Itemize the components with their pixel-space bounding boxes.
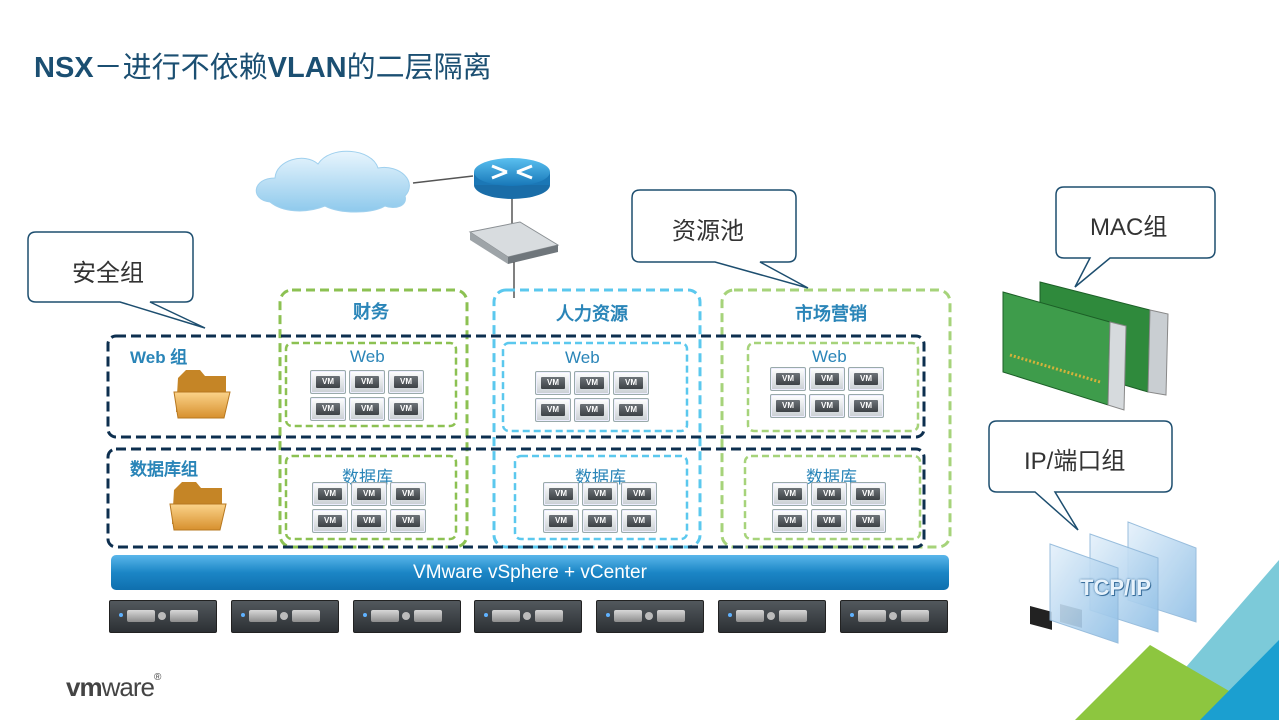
vm-icon: VM [850, 509, 886, 533]
pool-box-marketing [720, 288, 952, 549]
vm-icon: VM [574, 398, 610, 422]
server-icon [109, 600, 217, 633]
vm-icon: VM [388, 397, 424, 421]
vm-icon: VM [312, 482, 348, 506]
finance-db-box [284, 454, 458, 541]
vm-icon: VM [349, 397, 385, 421]
vm-icon: VM [613, 398, 649, 422]
callout-ip-port-group-label: IP/端口组 [1024, 448, 1126, 475]
vm-icon: VM [848, 367, 884, 391]
server-icon [231, 600, 339, 633]
server-icon [718, 600, 826, 633]
vm-icon: VM [582, 482, 618, 506]
hr-web-box [501, 341, 689, 433]
marketing-web-label: Web [812, 347, 847, 366]
pool-box-hr [492, 288, 702, 549]
callout-mac-group-label: MAC组 [1090, 214, 1168, 241]
vm-icon: VM [543, 509, 579, 533]
db-group-label: 数据库组 [130, 460, 198, 479]
marketing-db-box [743, 454, 922, 541]
marketing-web-box [746, 341, 920, 433]
folder-icon [169, 482, 227, 531]
callout-ip-port-group [988, 420, 1173, 531]
vm-icon: VM [351, 482, 387, 506]
vm-icon: VM [770, 394, 806, 418]
hr-db-box [513, 454, 689, 541]
vmware-logo: vmware® [66, 672, 161, 702]
switch-icon [468, 221, 560, 264]
vm-icon: VM [809, 394, 845, 418]
callout-security-group-label: 安全组 [72, 260, 144, 287]
cloud-icon [255, 150, 410, 213]
vm-icon: VM [535, 371, 571, 395]
vm-icon: VM [772, 509, 808, 533]
callout-mac-group [1055, 186, 1216, 288]
vm-icon: VM [848, 394, 884, 418]
vm-icon: VM [613, 371, 649, 395]
callout-security-group [27, 231, 206, 329]
vm-icon: VM [312, 509, 348, 533]
web-group-box [106, 334, 926, 439]
vm-icon: VM [310, 370, 346, 394]
pool-box-finance [278, 288, 469, 549]
vm-icon: VM [535, 398, 571, 422]
vm-icon: VM [621, 509, 657, 533]
corner-decoration [1075, 560, 1279, 720]
callout-resource-pool [631, 189, 809, 289]
vm-icon: VM [811, 509, 847, 533]
web-group-label: Web 组 [130, 348, 188, 367]
vm-icon: VM [543, 482, 579, 506]
vm-icon: VM [582, 509, 618, 533]
finance-web-label: Web [350, 347, 385, 366]
vm-icon: VM [351, 509, 387, 533]
vm-icon: VM [770, 367, 806, 391]
callout-resource-pool-label: 资源池 [672, 218, 744, 245]
vm-icon: VM [390, 482, 426, 506]
router-icon [474, 158, 550, 199]
vsphere-bar: VMware vSphere + vCenter [111, 555, 949, 590]
network-card-icon [1002, 281, 1169, 630]
vm-icon: VM [850, 482, 886, 506]
pool-label-finance: 财务 [353, 302, 389, 322]
vm-icon: VM [621, 482, 657, 506]
vm-icon: VM [388, 370, 424, 394]
pool-label-hr: 人力资源 [556, 304, 628, 324]
server-icon [353, 600, 461, 633]
folder-icon [173, 370, 231, 419]
tcpip-stack-icon [1049, 521, 1197, 644]
page-title: NSX－进行不依赖VLAN的二层隔离 [34, 52, 492, 84]
server-icon [474, 600, 582, 633]
finance-web-box [284, 341, 458, 428]
vm-icon: VM [349, 370, 385, 394]
db-group-box [106, 447, 926, 549]
vm-icon: VM [772, 482, 808, 506]
link-line [412, 175, 474, 184]
hr-web-label: Web [565, 348, 600, 367]
vm-icon: VM [574, 371, 610, 395]
vm-icon: VM [811, 482, 847, 506]
vm-icon: VM [809, 367, 845, 391]
server-icon [596, 600, 704, 633]
vm-icon: VM [310, 397, 346, 421]
vm-icon: VM [390, 509, 426, 533]
server-icon [840, 600, 948, 633]
tcpip-label: TCP/IP [1080, 575, 1151, 600]
pool-label-marketing: 市场营销 [795, 304, 867, 324]
